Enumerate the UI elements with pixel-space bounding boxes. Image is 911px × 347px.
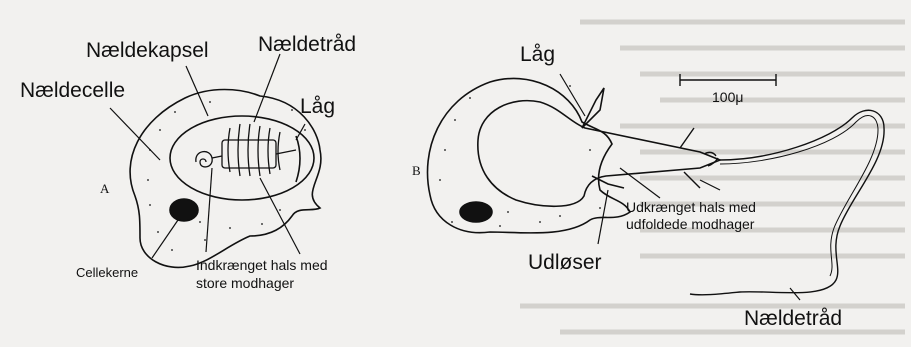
label-udkraenget-line2: udfoldede modhager [626,217,754,231]
label-indkraenget-line2: store modhager [196,276,294,290]
label-udloeser: Udløser [528,252,602,273]
cell-b-outline [428,78,631,232]
thread-b-inner [720,116,878,276]
cell-a-outline [130,90,321,268]
trigger-b [592,176,624,188]
lid-a [296,136,300,182]
label-indkraenget-line1: Indkrænget hals med [196,258,328,272]
panel-b [428,74,885,300]
label-naeldetraad-b: Nældetråd [744,308,842,329]
label-cellekerne: Cellekerne [76,266,138,279]
panel-b-letter: B [412,164,421,177]
label-laag-b: Låg [520,44,555,65]
label-naeldetraad-a: Nældetråd [258,34,356,55]
capsule-a [170,116,314,200]
panel-a [110,54,321,267]
label-naeldekapsel: Nældekapsel [86,40,209,61]
label-laag-a: Låg [300,96,335,117]
nucleus-a [170,199,198,221]
label-naeldecelle: Nældecelle [20,80,125,101]
coiled-thread-a [196,124,296,176]
nucleus-b [460,202,492,222]
lid-b [582,88,604,128]
scale-label: 100μ [712,90,743,104]
label-udkraenget-line1: Udkrænget hals med [626,200,756,214]
background-text-lines [520,22,905,332]
panel-a-letter: A [100,182,109,195]
